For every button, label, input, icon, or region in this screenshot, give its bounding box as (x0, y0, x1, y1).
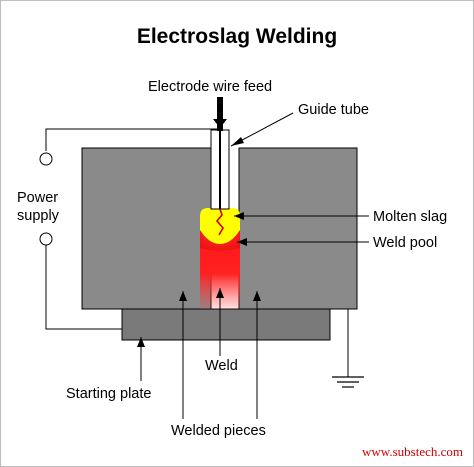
label-electrode-wire-feed: Electrode wire feed (148, 79, 273, 95)
arrowhead-starting-plate (137, 337, 145, 347)
arrowhead-guide-tube (231, 137, 244, 146)
circuit-wire-bottom (45, 245, 122, 330)
label-welded-pieces: Welded pieces (171, 423, 266, 439)
label-starting-plate: Starting plate (66, 386, 152, 402)
welded-piece-right (238, 147, 358, 310)
label-power-supply-line2: supply (17, 208, 59, 224)
arrowhead-molten-slag (234, 212, 244, 220)
starting-plate (121, 308, 331, 341)
label-weld: Weld (205, 358, 238, 374)
welded-piece-left (81, 147, 212, 310)
diagram-title: Electroslag Welding (136, 25, 338, 48)
terminal-top (39, 152, 53, 166)
label-weld-pool: Weld pool (373, 235, 438, 251)
arrowhead-welded-piece-right (253, 291, 261, 301)
electrode-arc (215, 208, 224, 236)
label-guide-tube: Guide tube (298, 102, 369, 118)
wire-feed-arrow (213, 119, 227, 128)
electrode-wire (217, 97, 223, 131)
watermark-url: www.substech.com (362, 444, 463, 459)
molten-slag (200, 208, 240, 244)
circuit-wire-top (45, 128, 220, 151)
label-power-supply-line1: Power (17, 190, 59, 206)
terminal-bottom (39, 232, 53, 246)
label-molten-slag: Molten slag (373, 209, 448, 225)
arrowhead-weld (216, 288, 224, 298)
arrowhead-welded-piece-left (179, 291, 187, 301)
arrowhead-weld-pool (237, 238, 247, 246)
